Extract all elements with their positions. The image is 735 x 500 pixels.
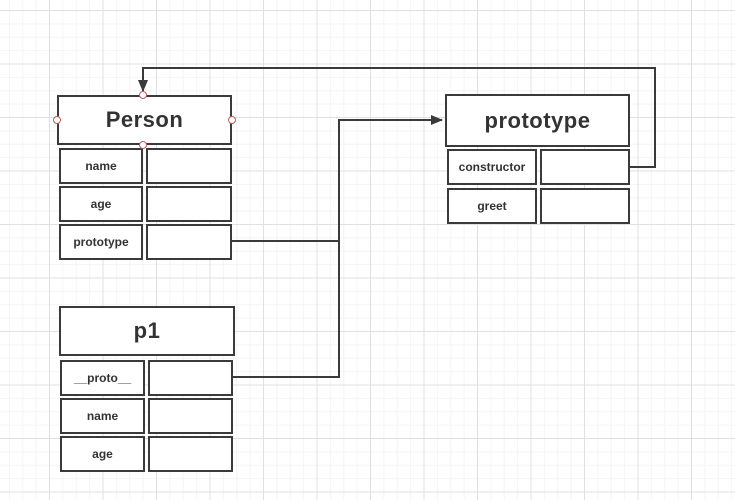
person-table-header[interactable]: Person [57,95,232,145]
connector-to-prototype-arrow[interactable] [232,115,443,242]
person-row-age-value[interactable] [146,186,232,222]
connector-p1-proto-segment[interactable] [233,241,340,378]
person-row-prototype-value[interactable] [146,224,232,260]
person-row-name-label[interactable]: name [59,148,143,184]
prototype-row-greet-value[interactable] [540,188,630,224]
connector-constructor-to-person-arrow[interactable] [138,67,656,168]
p1-row-proto-label[interactable]: __proto__ [60,360,145,396]
p1-row-proto-value[interactable] [148,360,233,396]
p1-table-header[interactable]: p1 [59,306,235,356]
prototype-row-greet-label[interactable]: greet [447,188,537,224]
person-row-prototype-label[interactable]: prototype [59,224,143,260]
p1-row-name-label[interactable]: name [60,398,145,434]
connection-anchor-right[interactable] [228,116,236,124]
connection-anchor-top[interactable] [139,91,147,99]
connection-anchor-left[interactable] [53,116,61,124]
person-row-name-value[interactable] [146,148,232,184]
connection-anchor-bottom[interactable] [139,141,147,149]
prototype-table-header[interactable]: prototype [445,94,630,147]
p1-row-age-value[interactable] [148,436,233,472]
p1-row-name-value[interactable] [148,398,233,434]
prototype-row-constructor-label[interactable]: constructor [447,149,537,185]
prototype-row-constructor-value[interactable] [540,149,630,185]
person-row-age-label[interactable]: age [59,186,143,222]
p1-row-age-label[interactable]: age [60,436,145,472]
